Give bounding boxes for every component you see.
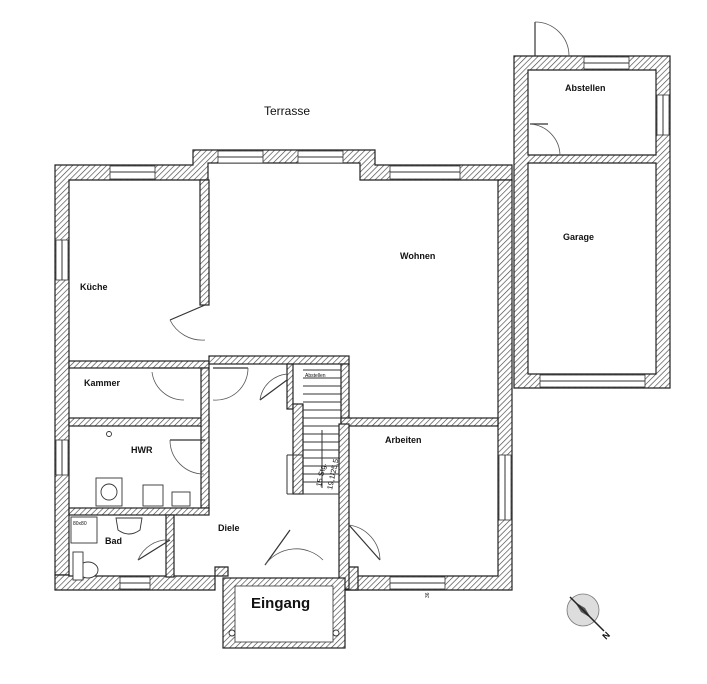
label-shower: 80x80 xyxy=(73,521,87,527)
label-arbeiten: Arbeiten xyxy=(385,435,422,445)
label-bad: Bad xyxy=(105,536,122,546)
doors xyxy=(137,304,381,566)
compass xyxy=(566,593,605,632)
wall-kueche-wohnen xyxy=(199,179,210,306)
label-wohnen: Wohnen xyxy=(400,251,435,261)
sink xyxy=(115,517,143,535)
label-kammer: Kammer xyxy=(84,378,121,388)
label-wall-mark: 36 xyxy=(425,592,431,598)
labels: Terrasse Wohnen Küche Kammer HWR Bad 80x… xyxy=(73,83,612,641)
label-terrasse: Terrasse xyxy=(264,104,310,118)
hwr-fixture xyxy=(171,491,191,507)
wall-east xyxy=(344,179,513,591)
compass-north-label: N xyxy=(600,630,612,642)
label-hwr: HWR xyxy=(131,445,153,455)
label-abstellen: Abstellen xyxy=(565,83,606,93)
label-eingang: Eingang xyxy=(251,595,310,612)
entrance-canopy xyxy=(222,577,346,649)
label-kueche: Küche xyxy=(80,282,108,292)
interior-walls xyxy=(68,179,499,590)
staircase xyxy=(286,369,341,495)
shower xyxy=(70,516,98,544)
windows xyxy=(55,150,512,590)
garage-walls xyxy=(513,55,671,389)
wall-north-west xyxy=(54,149,513,576)
label-garage: Garage xyxy=(563,232,594,242)
fixtures xyxy=(70,431,191,581)
label-stair-abstellen: Abstellen xyxy=(305,373,326,379)
boiler xyxy=(142,484,164,507)
label-diele: Diele xyxy=(218,523,240,533)
garage-block xyxy=(513,21,671,389)
